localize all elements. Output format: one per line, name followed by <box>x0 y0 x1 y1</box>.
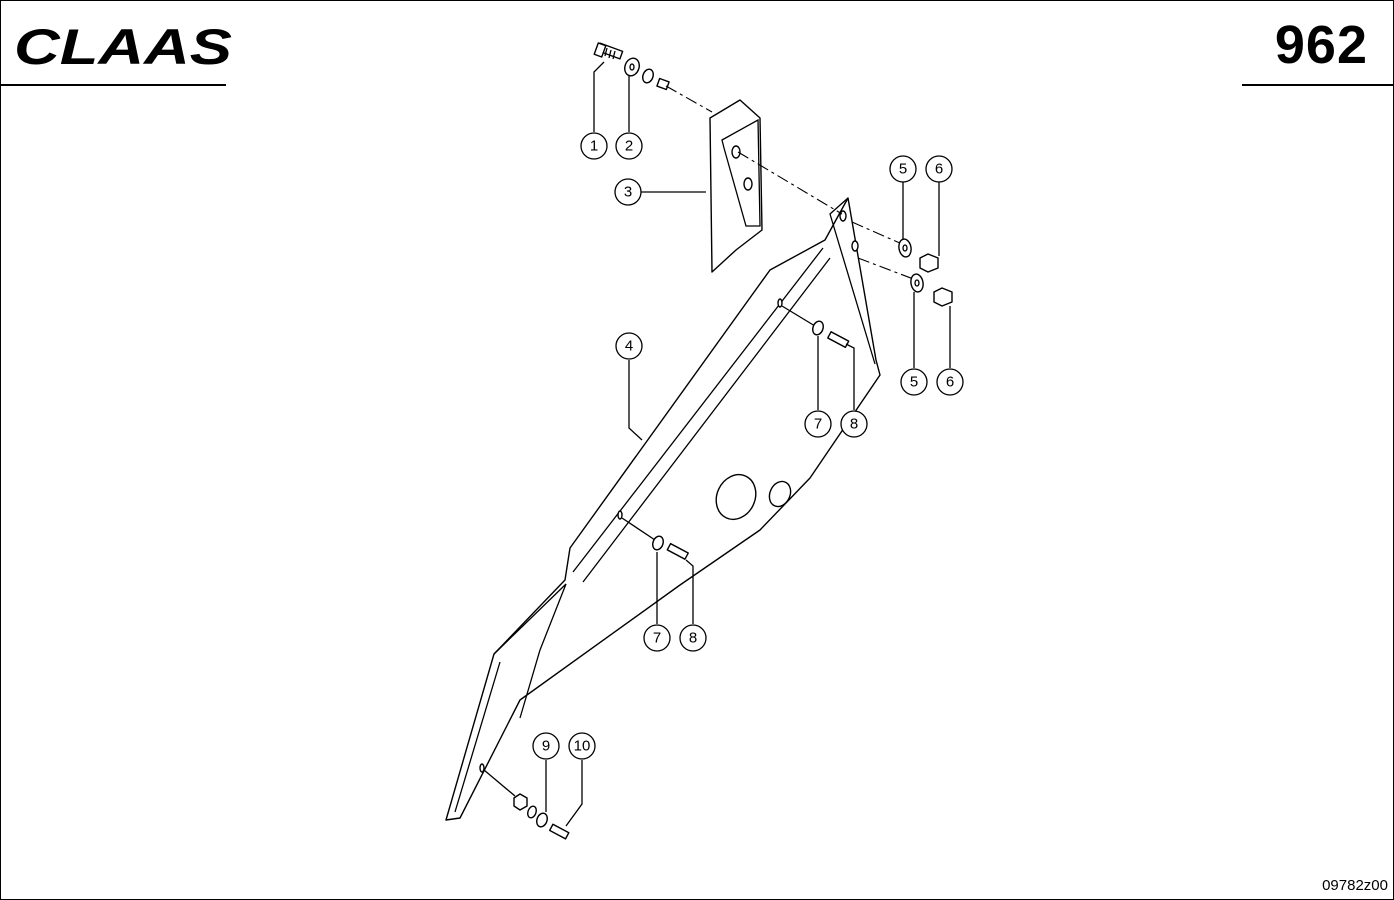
svg-text:8: 8 <box>689 630 697 647</box>
svg-text:6: 6 <box>935 161 943 178</box>
callout-1: 1 <box>580 132 608 160</box>
callout-3: 3 <box>614 178 642 206</box>
header-rule-left <box>0 84 226 86</box>
svg-text:7: 7 <box>653 630 661 647</box>
callout-8-upper: 8 <box>840 410 868 438</box>
svg-text:10: 10 <box>574 738 591 755</box>
callout-6-top: 6 <box>925 155 953 183</box>
callout-7-upper: 7 <box>804 410 832 438</box>
svg-text:4: 4 <box>625 338 633 355</box>
fasteners-right <box>898 238 953 307</box>
svg-text:1: 1 <box>590 138 598 155</box>
svg-text:5: 5 <box>910 374 918 391</box>
claas-logo-mark: CLAAS <box>14 19 232 75</box>
callout-8-lower: 8 <box>679 624 707 652</box>
svg-text:8: 8 <box>850 416 858 433</box>
part-4-plate <box>445 197 881 821</box>
part-3-bracket <box>709 99 763 273</box>
callout-10: 10 <box>568 732 596 760</box>
svg-text:2: 2 <box>625 138 633 155</box>
callout-5-top: 5 <box>889 155 917 183</box>
page-number: 962 <box>1274 15 1368 75</box>
callout-6-bottom: 6 <box>936 368 964 396</box>
leader-lines <box>545 61 951 827</box>
callout-4: 4 <box>615 332 643 360</box>
callout-7-lower: 7 <box>643 624 671 652</box>
svg-text:7: 7 <box>814 416 822 433</box>
header-rule-right <box>1242 84 1394 86</box>
svg-text:6: 6 <box>946 374 954 391</box>
fasteners-bottom <box>483 769 570 840</box>
svg-text:3: 3 <box>624 184 632 201</box>
brand-wordmark: CLAAS <box>14 22 232 70</box>
callout-5-bottom: 5 <box>900 368 928 396</box>
fasteners-top <box>593 42 917 281</box>
drawing-reference: 09782z00 <box>1322 877 1388 894</box>
callout-2: 2 <box>615 132 643 160</box>
svg-text:9: 9 <box>542 738 550 755</box>
claas-logo: CLAAS <box>14 19 236 75</box>
svg-text:5: 5 <box>899 161 907 178</box>
callout-9: 9 <box>532 732 560 760</box>
